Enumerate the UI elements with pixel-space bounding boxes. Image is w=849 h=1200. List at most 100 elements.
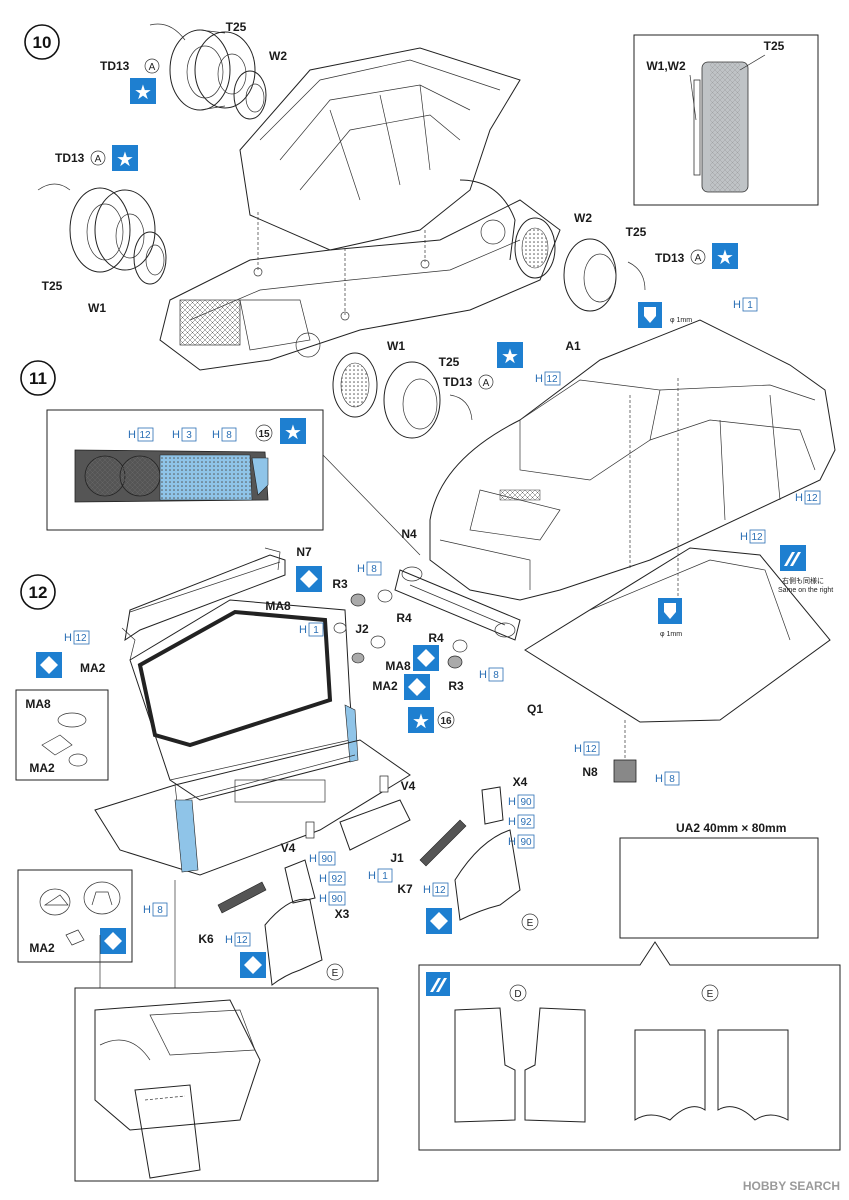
step-11: 11 H 12 H 3 H 8 15 ★ bbox=[20, 297, 836, 786]
label-w2-a: W2 bbox=[269, 49, 287, 63]
part-x4 bbox=[481, 786, 504, 825]
window-glass bbox=[524, 547, 831, 723]
tire-bottom bbox=[332, 352, 473, 439]
svg-text:90: 90 bbox=[520, 797, 532, 808]
paint-h12-k7: H 12 bbox=[423, 882, 449, 897]
circle-e-a-text: E bbox=[527, 918, 534, 929]
label-r4-a: R4 bbox=[396, 611, 412, 625]
svg-text:12: 12 bbox=[806, 493, 818, 504]
circle-e-c-text: E bbox=[707, 989, 714, 1000]
tire-left bbox=[37, 183, 167, 285]
step-11-number: 11 bbox=[29, 369, 47, 388]
svg-text:H: H bbox=[479, 669, 487, 681]
label-j1: J1 bbox=[390, 851, 404, 865]
label-right-same-jp: 右側も同様に bbox=[782, 576, 824, 585]
label-j2: J2 bbox=[355, 622, 369, 636]
svg-text:H: H bbox=[299, 624, 307, 636]
tire-right bbox=[514, 217, 646, 312]
paint-h8-mirror: H 8 bbox=[655, 771, 680, 786]
svg-text:H: H bbox=[508, 796, 516, 808]
part-v4-a bbox=[379, 775, 389, 793]
svg-text:1: 1 bbox=[313, 625, 319, 636]
step-12-circle bbox=[20, 574, 56, 610]
label-ma2-d: MA2 bbox=[29, 941, 55, 955]
circle-d bbox=[509, 984, 527, 1002]
svg-text:H: H bbox=[143, 904, 151, 916]
svg-text:H: H bbox=[795, 492, 803, 504]
diamond-decal-icon bbox=[426, 908, 452, 934]
paint-h90-x4-a: H 90 bbox=[508, 794, 535, 809]
mudflap-template-d1 bbox=[454, 1007, 516, 1123]
svg-text:H: H bbox=[64, 632, 72, 644]
label-r3-a: R3 bbox=[332, 577, 348, 591]
watermark: HOBBY SEARCH bbox=[743, 1179, 840, 1193]
decal-star-icon: ★ bbox=[712, 243, 738, 269]
decal-sheet: UA2 40mm × 80mm D E bbox=[418, 821, 841, 1151]
diamond-decal-icon bbox=[36, 652, 62, 678]
svg-text:H: H bbox=[212, 429, 220, 441]
front-bumper bbox=[394, 566, 521, 641]
rear-detail-inset bbox=[74, 987, 379, 1182]
paint-h12-k6: H 12 bbox=[225, 932, 251, 947]
circle-a-1 bbox=[144, 58, 160, 74]
label-ma2-b: MA2 bbox=[372, 679, 398, 693]
paint-h1-plate: H 1 bbox=[368, 868, 393, 883]
circle-a-2 bbox=[90, 150, 106, 166]
label-phi-2: φ 1mm bbox=[660, 631, 682, 638]
step-12-number: 12 bbox=[29, 583, 48, 602]
circle-e-c bbox=[701, 984, 719, 1002]
template-panel bbox=[418, 941, 841, 1151]
circle-e-b-text: E bbox=[332, 968, 339, 979]
label-x3: X3 bbox=[335, 907, 350, 921]
svg-text:H: H bbox=[574, 743, 582, 755]
step-12: 12 N7 MA8 H 12 bbox=[15, 545, 539, 1182]
svg-text:★: ★ bbox=[116, 147, 134, 171]
drill-icon bbox=[658, 598, 682, 624]
svg-text:90: 90 bbox=[520, 837, 532, 848]
svg-text:8: 8 bbox=[493, 670, 499, 681]
part-r3-a bbox=[350, 593, 366, 607]
inset-tire-detail bbox=[633, 34, 819, 206]
circle-a-2-text: A bbox=[95, 154, 102, 165]
label-td13-c: TD13 bbox=[655, 251, 685, 265]
drill-icon bbox=[638, 302, 662, 328]
paint-h92-x3: H 92 bbox=[319, 871, 346, 886]
ma-inset bbox=[15, 689, 109, 781]
svg-text:12: 12 bbox=[236, 935, 248, 946]
label-w2-b: W2 bbox=[574, 211, 592, 225]
label-n4: N4 bbox=[401, 527, 417, 541]
label-td13-b: TD13 bbox=[55, 151, 85, 165]
mudflap-left bbox=[264, 898, 323, 986]
svg-text:H: H bbox=[733, 299, 741, 311]
label-x4: X4 bbox=[513, 775, 528, 789]
label-r4-b: R4 bbox=[428, 631, 444, 645]
circle-15 bbox=[255, 424, 273, 442]
svg-text:H: H bbox=[319, 873, 327, 885]
paint-h12-mirror: H 12 bbox=[574, 741, 600, 756]
paint-h92-x4: H 92 bbox=[508, 814, 535, 829]
label-v4-a: V4 bbox=[401, 779, 416, 793]
paint-h3-grille: H 3 bbox=[172, 427, 197, 442]
svg-text:★: ★ bbox=[716, 245, 734, 269]
label-ua2: UA2 40mm × 80mm bbox=[676, 821, 786, 835]
label-td13-a: TD13 bbox=[100, 59, 130, 73]
svg-text:H: H bbox=[535, 373, 543, 385]
svg-text:8: 8 bbox=[157, 905, 163, 916]
svg-text:12: 12 bbox=[75, 633, 87, 644]
body-shell bbox=[429, 319, 836, 620]
paint-h8-grille: H 8 bbox=[212, 427, 237, 442]
label-q1: Q1 bbox=[527, 702, 543, 716]
diamond-decal-icon bbox=[296, 566, 322, 592]
label-t25-inset: T25 bbox=[764, 39, 785, 53]
diamond-decal-icon bbox=[413, 645, 439, 671]
window-decal-icon bbox=[780, 545, 806, 571]
svg-text:92: 92 bbox=[520, 817, 532, 828]
svg-text:12: 12 bbox=[434, 885, 446, 896]
label-ma2-a: MA2 bbox=[80, 661, 106, 675]
svg-text:H: H bbox=[319, 893, 327, 905]
label-k6: K6 bbox=[198, 932, 214, 946]
circle-15-text: 15 bbox=[258, 429, 270, 440]
circle-a-1-text: A bbox=[149, 62, 156, 73]
paint-h1-j2: H 1 bbox=[299, 622, 324, 637]
